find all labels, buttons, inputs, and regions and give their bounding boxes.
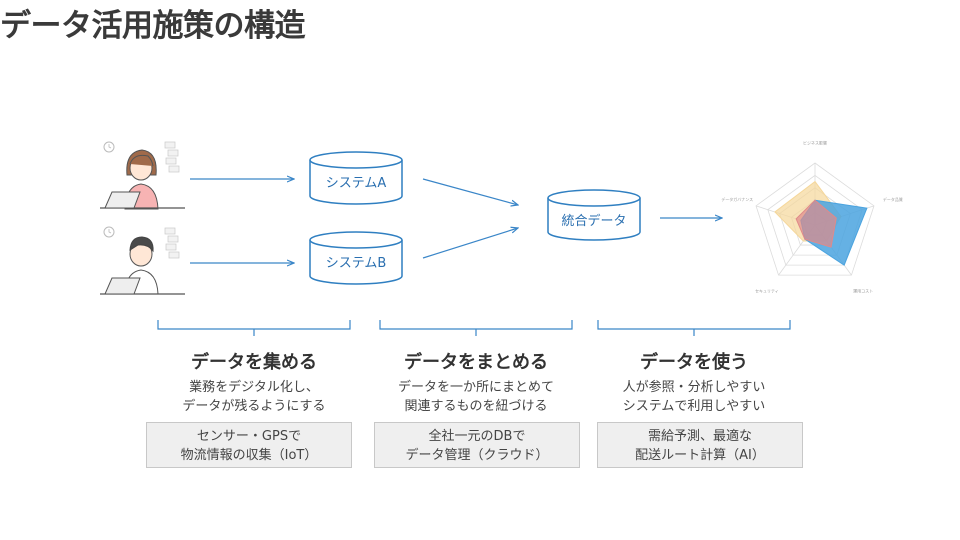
radar-axis-label: 運用コスト [853,288,873,294]
arrow-system-b-to-integrated [422,228,518,259]
column-title: データをまとめる [404,352,548,373]
clock-icon [103,141,115,153]
radar-axis-label: データ品質 [883,196,903,202]
radar-series [774,180,868,266]
integrated-data-label: 統合データ [561,213,626,229]
page-title: データ活用施策の構造 [0,8,306,44]
arrow-system-a-to-integrated [422,178,518,205]
bracket-collect [157,320,351,336]
example-box-collect: センサー・GPSで 物流情報の収集（IoT） [146,422,352,468]
system-b-database-icon: システムB [309,231,403,285]
radar-axis-label: ビジネス影響 [803,140,827,146]
column-description: 業務をデジタル化し、 データが残るようにする [154,378,354,416]
column-use: データを使う 人が参照・分析しやすい システムで利用しやすい [594,348,794,416]
example-line: データ管理（クラウド） [405,448,549,463]
column-description: データを一か所にまとめて 関連するものを紐づける [376,378,576,416]
example-line: 需給予測、最適な [647,429,752,444]
column-title: データを使う [640,352,748,373]
clock-icon [103,226,115,238]
system-a-database-icon: システムA [309,151,403,205]
man-at-laptop-illustration [100,226,185,295]
example-line: 配送ルート計算（AI） [635,448,765,463]
system-b-label: システムB [326,256,387,271]
bracket-use [597,320,791,336]
column-description: 人が参照・分析しやすい システムで利用しやすい [594,378,794,416]
example-line: 物流情報の収集（IoT） [180,448,318,463]
document-stack-icon [164,141,180,173]
example-line: 全社一元のDBで [428,429,526,444]
column-collect: データを集める 業務をデジタル化し、 データが残るようにする [154,348,354,416]
bracket-organize [379,320,573,336]
integrated-data-database-icon: 統合データ [547,189,641,241]
example-box-organize: 全社一元のDBで データ管理（クラウド） [374,422,580,468]
document-stack-icon [164,227,180,259]
radar-axis-label: データガバナンス [721,196,753,202]
radar-grid-ring [767,174,863,266]
description-line: 人が参照・分析しやすい [622,380,766,395]
description-line: 業務をデジタル化し、 [189,380,319,395]
column-title: データを集める [191,352,317,373]
description-line: データが残るようにする [182,399,326,414]
column-organize: データをまとめる データを一か所にまとめて 関連するものを紐づける [376,348,576,416]
description-line: 関連するものを紐づける [404,399,548,414]
description-line: システムで利用しやすい [622,399,766,414]
description-line: データを一か所にまとめて [397,380,554,395]
woman-at-laptop-illustration [100,141,185,210]
radar-axis-label: セキュリティ [755,288,779,294]
example-line: センサー・GPSで [196,429,302,444]
radar-grid-ring [755,162,875,276]
example-box-use: 需給予測、最適な 配送ルート計算（AI） [597,422,803,468]
radar-series-3 [795,199,837,248]
system-a-label: システムA [326,176,387,191]
